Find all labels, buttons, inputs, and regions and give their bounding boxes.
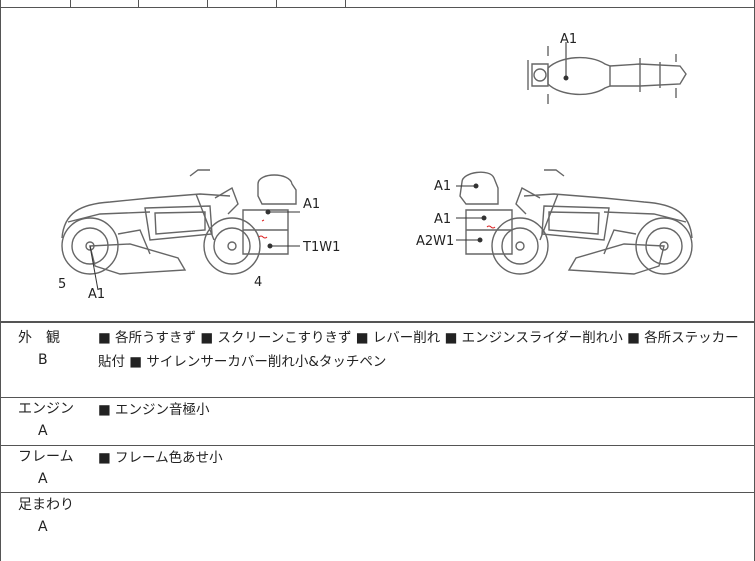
row-grade: A: [38, 519, 48, 535]
right-view-motorcycle: [459, 169, 693, 275]
row-label: 足まわり A: [18, 494, 82, 538]
row-suspension: 足まわり A: [0, 493, 755, 561]
row-label: 外 観 B: [18, 327, 82, 371]
top-view-motorcycle: [527, 42, 687, 104]
row-divider: [0, 492, 755, 493]
row-description: ■ フレーム色あせ小: [98, 450, 223, 466]
left-bike-label-3: 5: [58, 277, 66, 292]
row-description: ■ エンジン音極小: [98, 402, 210, 418]
right-bike-label-3: A2W1: [416, 234, 454, 249]
row-grade: A: [38, 471, 48, 487]
left-bike-label-5: 4: [254, 275, 262, 290]
header-cell-divider: [207, 0, 208, 7]
row-grade: B: [38, 352, 48, 368]
right-bike-label-2: A1: [434, 212, 451, 227]
left-bike-label-1: A1: [303, 197, 320, 212]
header-cell-divider: [345, 0, 346, 7]
row-title: 足まわり: [18, 497, 74, 513]
header-cell-divider: [276, 0, 277, 7]
left-bike-label-4: A1: [88, 287, 105, 302]
row-frame: フレーム A ■ フレーム色あせ小: [0, 446, 755, 492]
row-grade: A: [38, 423, 48, 439]
header-bottom-border: [0, 7, 755, 8]
header-cell-divider: [138, 0, 139, 7]
left-bike-label-2: T1W1: [302, 240, 340, 255]
right-bike-label-1: A1: [434, 179, 451, 194]
row-engine: エンジン A ■ エンジン音極小: [0, 398, 755, 444]
row-divider: [0, 445, 755, 446]
left-view-motorcycle: [61, 169, 297, 275]
row-title: 外 観: [18, 330, 60, 346]
header-cell-divider: [70, 0, 71, 7]
row-title: エンジン: [18, 401, 74, 417]
damage-diagram: A1 A1 T1W1 5 A1 4 A1 A1 A2W1: [58, 32, 693, 302]
row-exterior: 外 観 B ■ 各所うすきず ■ スクリーンこすりきず ■ レバー削れ ■ エン…: [0, 324, 755, 396]
row-label: フレーム A: [18, 446, 82, 490]
diagram-bottom-border: [0, 321, 755, 323]
top-bike-label: A1: [560, 32, 577, 47]
row-title: フレーム: [18, 449, 74, 465]
row-divider: [0, 397, 755, 398]
row-description: ■ 各所うすきず ■ スクリーンこすりきず ■ レバー削れ ■ エンジンスライダ…: [98, 330, 739, 370]
row-label: エンジン A: [18, 398, 82, 442]
left-border: [0, 0, 1, 561]
